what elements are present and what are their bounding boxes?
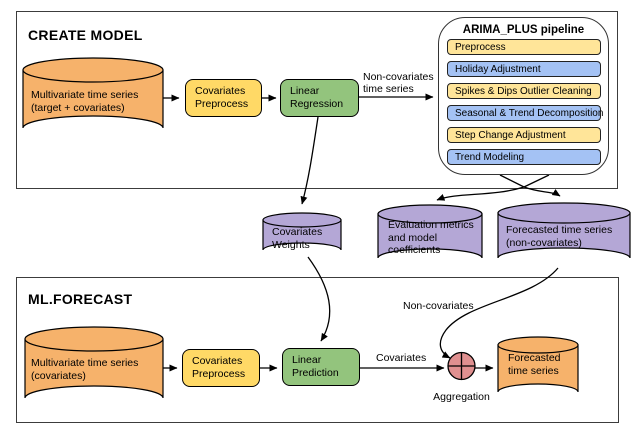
- pipeline-title: ARIMA_PLUS pipeline: [462, 24, 585, 36]
- covariates-weights-cylinder: [262, 212, 342, 251]
- arima-plus-pipeline-container: ARIMA_PLUS pipeline Preprocess Holiday A…: [438, 17, 609, 175]
- pipeline-fanout-right-stem: [523, 174, 550, 188]
- source-covariates-cylinder: [24, 326, 164, 399]
- evaluation-metrics-cylinder: [377, 204, 483, 259]
- evaluation-metrics-label: Evaluation metrics and model coefficient…: [388, 219, 474, 256]
- ml-forecast-section-box: [16, 277, 619, 423]
- create-model-title: CREATE MODEL: [28, 27, 143, 43]
- arrow-pipeline-to-forecast-noncov: [523, 186, 561, 197]
- plus-icon: [448, 352, 475, 380]
- covariates-arrow-label: Covariates: [376, 352, 427, 364]
- source-covariates-label: Multivariate time series (covariates): [31, 357, 139, 382]
- pipeline-step-seasonal-trend: Seasonal & Trend Decomposition: [447, 105, 603, 121]
- pipeline-step-spikes-dips: Spikes & Dips Outlier Cleaning: [447, 83, 601, 99]
- arrow-weights-to-prediction: [307, 256, 331, 342]
- aggregation-circle: [447, 351, 476, 381]
- arrow-noncov-to-aggregation: [439, 267, 559, 359]
- aggregation-label: Aggregation: [433, 391, 490, 403]
- pipeline-steps: Preprocess Holiday Adjustment Spikes & D…: [447, 39, 603, 165]
- noncov-timeseries-arrow-label: Non-covariates time series: [363, 71, 434, 95]
- covariates-preprocess-node-bottom: Covariates Preprocess: [182, 349, 260, 387]
- pipeline-step-holiday-adjustment: Holiday Adjustment: [447, 61, 601, 77]
- pipeline-fanout-left-stem: [499, 174, 525, 188]
- arrow-regression-to-weights: [300, 116, 319, 205]
- forecast-output-cylinder: [497, 336, 579, 393]
- covariates-weights-label: Covariates Weights: [272, 226, 323, 251]
- forecast-noncovariates-label: Forecasted time series (non-covariates): [506, 224, 613, 249]
- covariates-preprocess-node-top: Covariates Preprocess: [185, 79, 262, 117]
- noncovariates-arrow-label: Non-covariates: [403, 300, 474, 312]
- pipeline-step-preprocess: Preprocess: [447, 39, 601, 55]
- arrow-pipeline-to-evaluation: [436, 186, 525, 201]
- forecast-output-label: Forecasted time series: [508, 352, 561, 377]
- pipeline-step-step-change: Step Change Adjustment: [447, 127, 601, 143]
- ml-forecast-title: ML.FORECAST: [28, 291, 133, 307]
- forecast-noncovariates-cylinder: [497, 202, 631, 259]
- pipeline-step-trend-modeling: Trend Modeling: [447, 149, 601, 165]
- linear-regression-node: Linear Regression: [280, 79, 359, 117]
- source-multivariate-cylinder: [22, 57, 164, 129]
- source-multivariate-label: Multivariate time series (target + covar…: [31, 89, 139, 114]
- create-model-section-box: [16, 11, 618, 189]
- linear-prediction-node: Linear Prediction: [282, 348, 360, 386]
